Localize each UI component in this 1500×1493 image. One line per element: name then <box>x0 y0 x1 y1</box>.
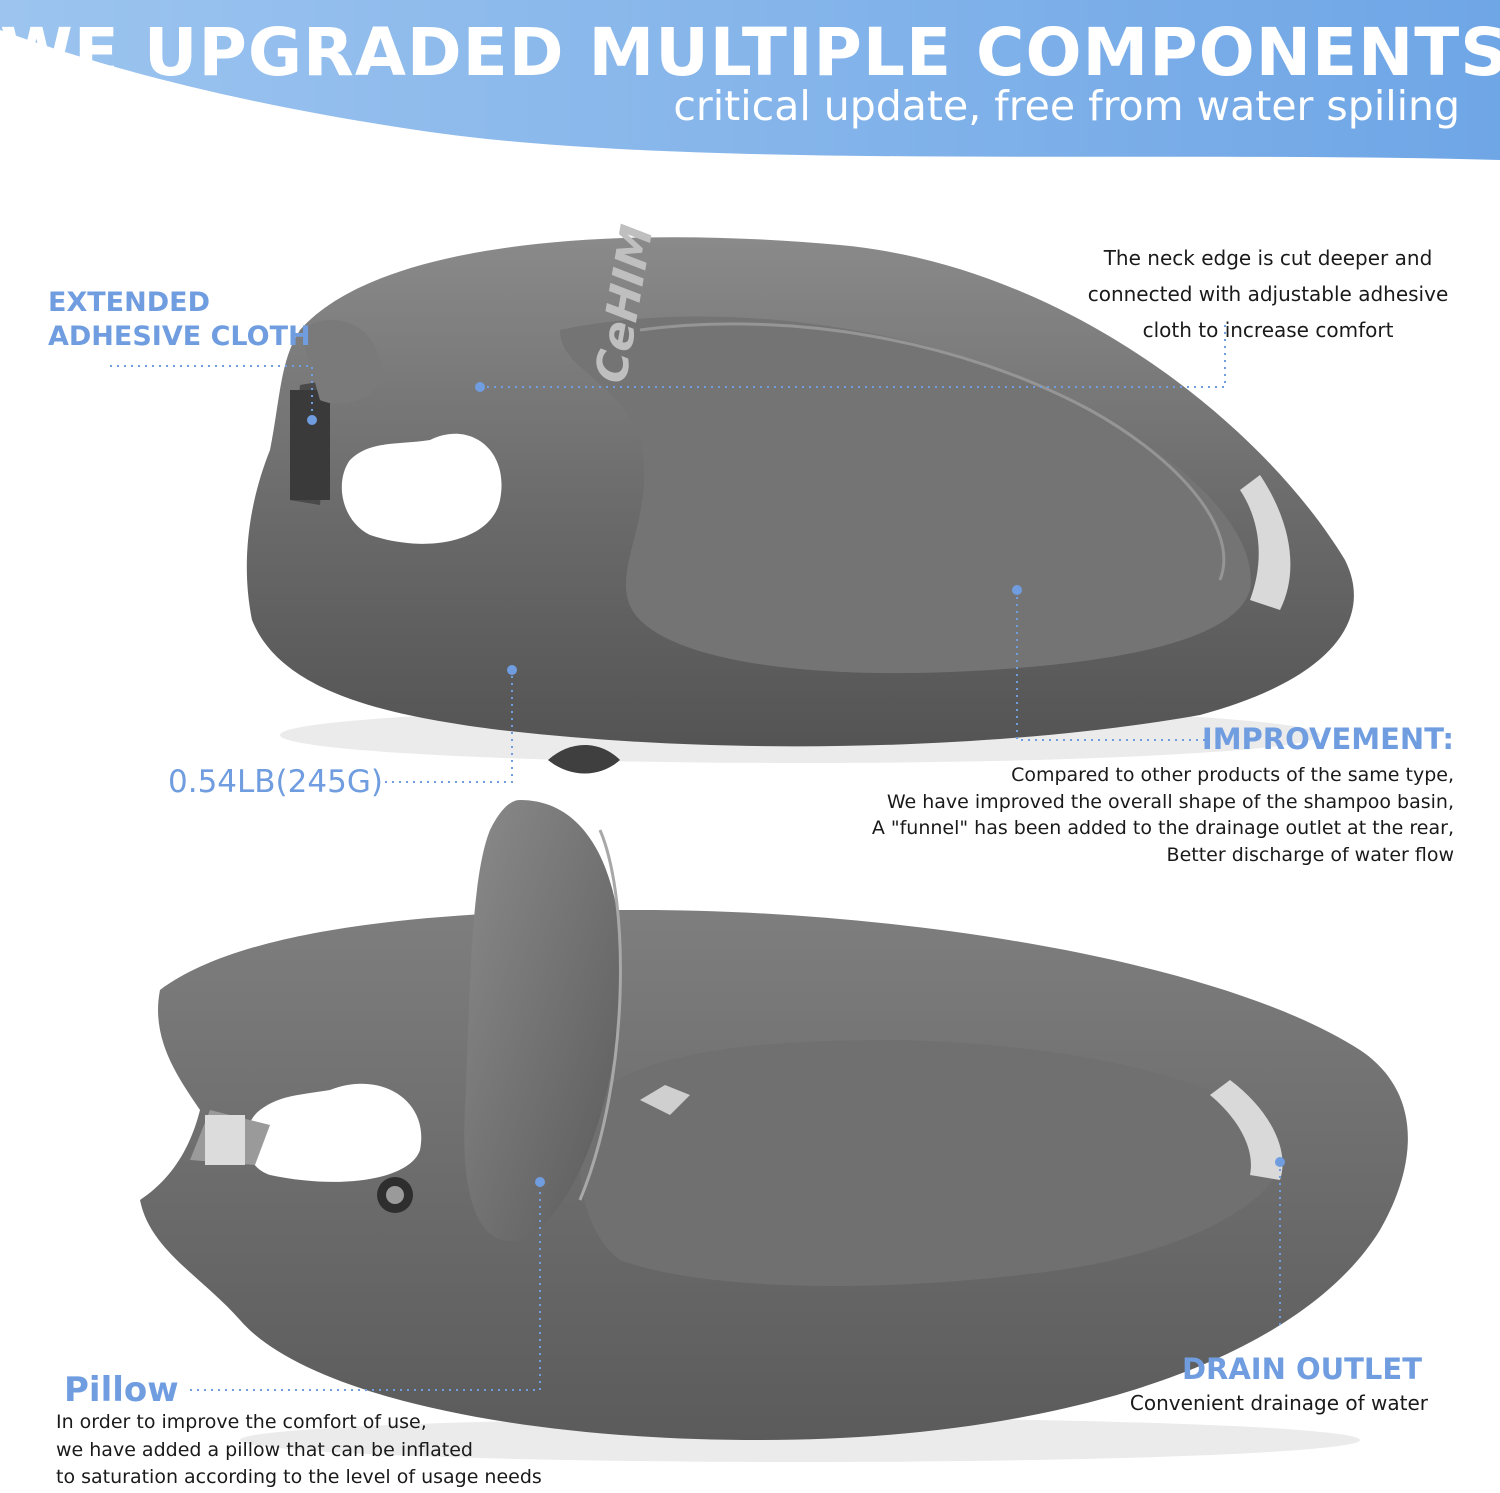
improvement-line-1: Compared to other products of the same t… <box>1011 764 1454 786</box>
improvement-line-3: A "funnel" has been added to the drainag… <box>871 817 1454 839</box>
callout-leaders <box>110 322 1281 1391</box>
improvement-text: Compared to other products of the same t… <box>872 762 1454 868</box>
neck-callout-text: The neck edge is cut deeper and connecte… <box>1080 240 1456 348</box>
neck-line-3: cloth to increase comfort <box>1142 318 1394 342</box>
pillow-line-3: to saturation according to the level of … <box>56 1466 542 1488</box>
drain-text: Convenient drainage of water <box>1129 1391 1428 1415</box>
drain-title: DRAIN OUTLET <box>1181 1352 1422 1386</box>
valve-icon <box>377 1177 413 1213</box>
weight-label: 0.54LB(245G) <box>168 764 383 800</box>
improvement-line-2: We have improved the overall shape of th… <box>886 790 1454 813</box>
adhesive-title-line2: ADHESIVE CLOTH <box>48 321 311 352</box>
basin-top: CeHIM <box>246 221 1354 774</box>
pillow-title: Pillow <box>64 1370 179 1410</box>
banner-subline: critical update, free from water spiling <box>673 82 1460 130</box>
neck-line-2: connected with adjustable adhesive <box>1087 282 1449 306</box>
pillow-text: In order to improve the comfort of use, … <box>56 1409 542 1492</box>
pillow-line-2: we have added a pillow that can be infla… <box>56 1438 473 1461</box>
banner-headline: WE UPGRADED MULTIPLE COMPONENTS <box>0 14 1500 91</box>
pillow-line-1: In order to improve the comfort of use, <box>56 1411 427 1433</box>
adhesive-callout-title: EXTENDED ADHESIVE CLOTH <box>48 286 311 354</box>
adhesive-title-line1: EXTENDED <box>48 287 210 318</box>
neck-line-1: The neck edge is cut deeper and <box>1103 246 1433 270</box>
improvement-title: IMPROVEMENT: <box>1201 722 1454 756</box>
callout-dots <box>307 382 1285 1187</box>
improvement-line-4: Better discharge of water flow <box>1166 843 1454 866</box>
basin-bottom <box>140 800 1408 1462</box>
banner-background <box>0 0 1500 160</box>
